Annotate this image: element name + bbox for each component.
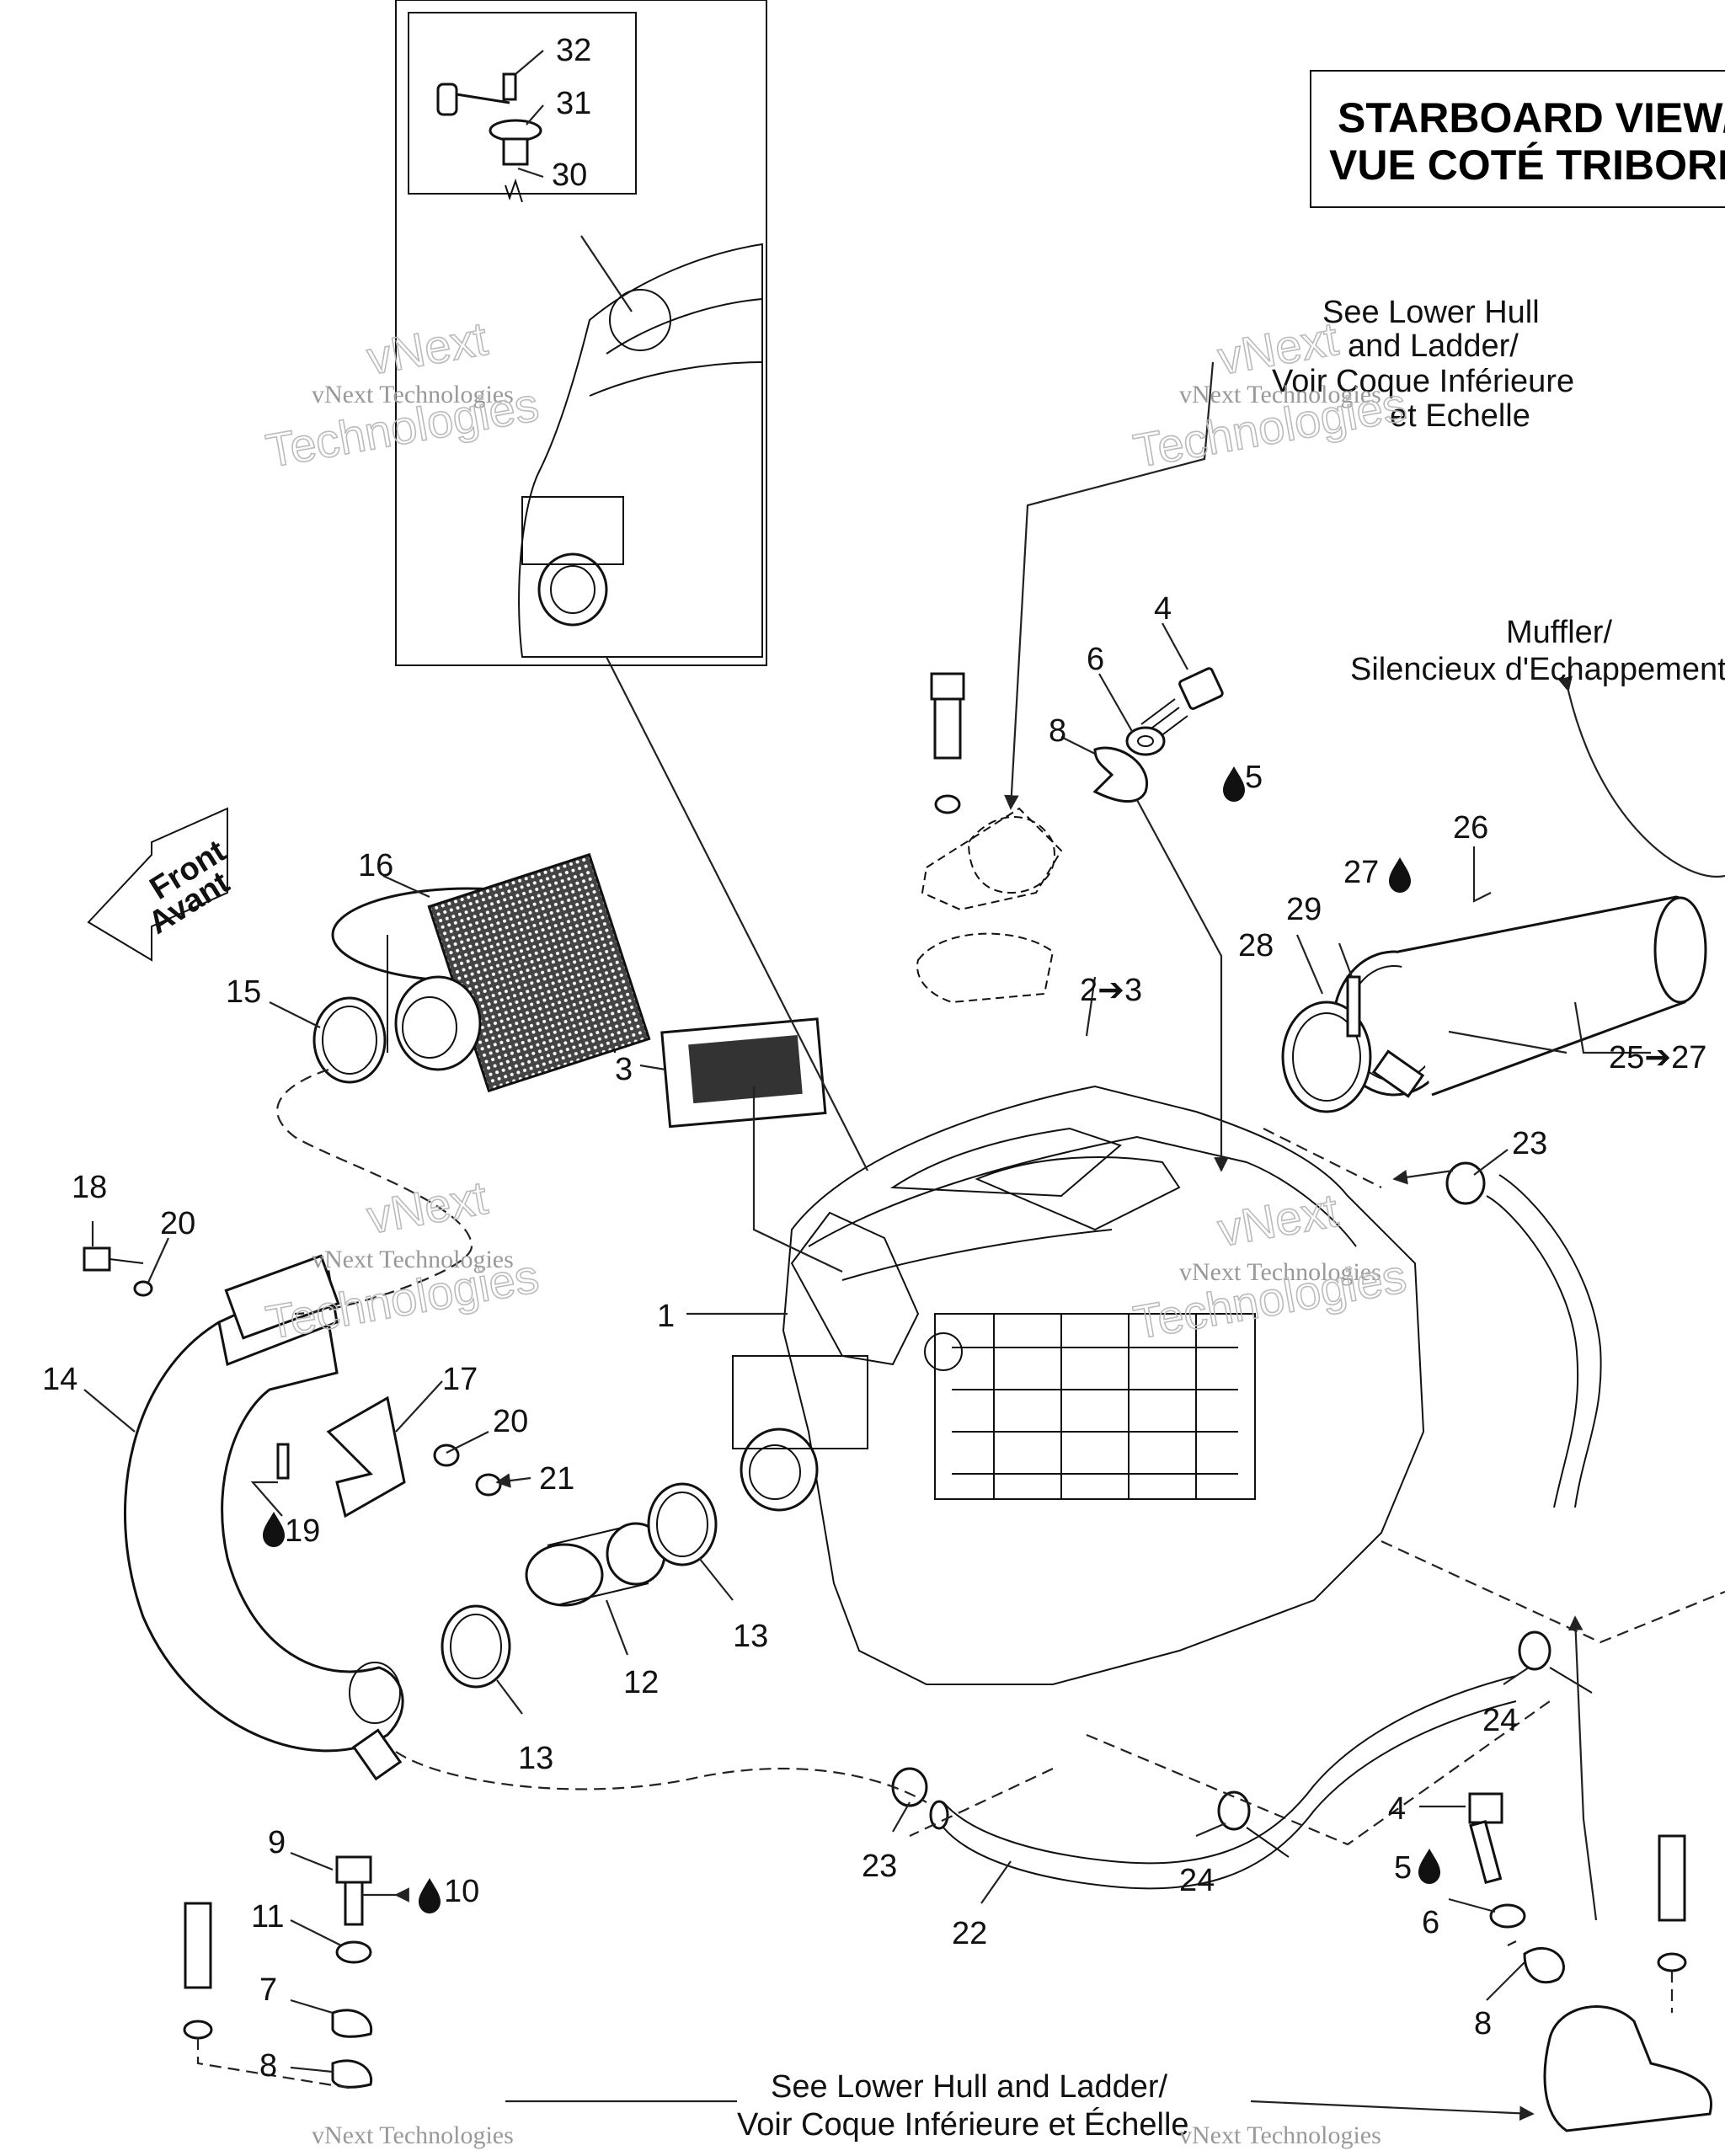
callout-11: 11	[251, 1899, 284, 1935]
callout-4-bottom: 4	[1388, 1791, 1406, 1827]
callout-6-bottom: 6	[1422, 1905, 1439, 1940]
thread-locker-symbols	[263, 766, 1440, 1913]
engine-mount-bottom-right	[1468, 1792, 1712, 2132]
callout-12: 12	[623, 1665, 659, 1700]
callout-24-bottom: 24	[1179, 1863, 1215, 1898]
leader-lines	[83, 50, 1725, 2121]
intake-pipe	[123, 1254, 406, 1781]
watermark-text: vNext Technologies	[312, 1246, 514, 1273]
callout-22: 22	[952, 1916, 987, 1951]
title-line-1: STARBOARD VIEW/	[1338, 94, 1725, 141]
callout-26: 26	[1453, 810, 1488, 846]
watermark-text: vNext Technologies	[312, 381, 514, 408]
watermark-outline: vNext	[363, 312, 491, 385]
callout-24-right: 24	[1482, 1703, 1518, 1738]
note-muffler-1: Muffler/	[1506, 615, 1612, 650]
drop-icon-5b	[1418, 1849, 1440, 1884]
callout-4-top: 4	[1154, 591, 1172, 627]
hardware-left	[83, 1246, 502, 1497]
note-lower-hull-top-1: See Lower Hull	[1322, 295, 1540, 330]
callout-7: 7	[259, 1972, 277, 2008]
callout-32: 32	[556, 33, 591, 68]
callout-18: 18	[72, 1170, 107, 1205]
callout-29: 29	[1286, 892, 1322, 927]
engine-mount-bottom-left	[183, 1855, 373, 2089]
watermark-text: vNext Technologies	[1179, 1258, 1381, 1286]
note-lower-hull-bottom-1: See Lower Hull and Ladder/	[771, 2069, 1168, 2105]
engine-mount-top	[916, 667, 1224, 1004]
engine-block	[732, 1085, 1425, 1685]
callout-9: 9	[268, 1825, 286, 1860]
callout-8-bottom-left: 8	[259, 2048, 277, 2084]
callout-8-bottom-right: 8	[1474, 2006, 1492, 2041]
callout-25-27: 25➔27	[1609, 1040, 1706, 1075]
exhaust-outlet	[1281, 889, 1707, 1113]
callout-21: 21	[539, 1461, 574, 1497]
callout-5-top: 5	[1245, 760, 1263, 795]
callout-16: 16	[358, 848, 393, 883]
drop-icon-19	[263, 1512, 285, 1547]
callout-13-left: 13	[518, 1741, 553, 1776]
drop-icon-27	[1389, 857, 1411, 893]
callout-27: 27	[1343, 855, 1379, 890]
inset-detail-box	[395, 0, 767, 666]
callout-10: 10	[444, 1874, 479, 1909]
callout-15: 15	[226, 974, 261, 1010]
fitting-assembly	[436, 72, 542, 203]
callout-3: 3	[615, 1052, 633, 1087]
callout-6-top: 6	[1087, 642, 1104, 677]
callout-28: 28	[1238, 928, 1274, 963]
note-lower-hull-top-3: Voir Coque Inférieure	[1272, 364, 1574, 399]
callout-14: 14	[42, 1362, 77, 1397]
callout-31: 31	[556, 86, 591, 121]
drop-icon-5a	[1223, 766, 1245, 802]
note-lower-hull-top-4: et Echelle	[1390, 398, 1530, 434]
watermark-text: vNext Technologies	[312, 2121, 514, 2149]
callout-8-top: 8	[1049, 713, 1066, 749]
callout-13-right: 13	[733, 1619, 768, 1654]
title-line-2: VUE COTÉ TRIBORD	[1329, 141, 1725, 189]
inset-engine-sketch	[518, 243, 763, 658]
clamp-15	[312, 996, 387, 1084]
title-box	[1310, 70, 1725, 208]
watermark-text: vNext Technologies	[1179, 2121, 1381, 2149]
drop-icon-10	[419, 1878, 441, 1913]
watermark-text: vNext Technologies	[1179, 381, 1381, 408]
air-filter	[331, 852, 651, 1093]
callout-23-top: 23	[1512, 1126, 1547, 1161]
callout-labels: 32 31 30 4 6 8 5 26 27 29 28 16 15 23 3 …	[42, 33, 1706, 2084]
callout-2-3: 2➔3	[1080, 973, 1142, 1008]
callout-1: 1	[657, 1299, 675, 1334]
callout-19: 19	[285, 1513, 320, 1549]
decal-3	[660, 1017, 827, 1129]
dashed-connections	[196, 1068, 1725, 2090]
watermark-outline: vNext	[1214, 1183, 1342, 1257]
callout-20-top: 20	[160, 1206, 195, 1241]
note-lower-hull-top-2: and Ladder/	[1348, 328, 1519, 364]
callout-30: 30	[552, 157, 587, 193]
front-arrow	[87, 807, 228, 962]
coupler-and-clamps	[441, 1482, 718, 1689]
note-lower-hull-bottom-2: Voir Coque Inférieure et Échelle	[737, 2106, 1189, 2143]
watermark-outline: vNext	[363, 1171, 491, 1244]
callout-20-mid: 20	[493, 1404, 528, 1439]
callout-5-bottom: 5	[1394, 1850, 1412, 1886]
note-muffler-2: Silencieux d'Echappement	[1350, 652, 1725, 687]
callout-23-bottom: 23	[862, 1849, 897, 1884]
clips-24	[1217, 1630, 1593, 1858]
callout-17: 17	[442, 1362, 478, 1397]
